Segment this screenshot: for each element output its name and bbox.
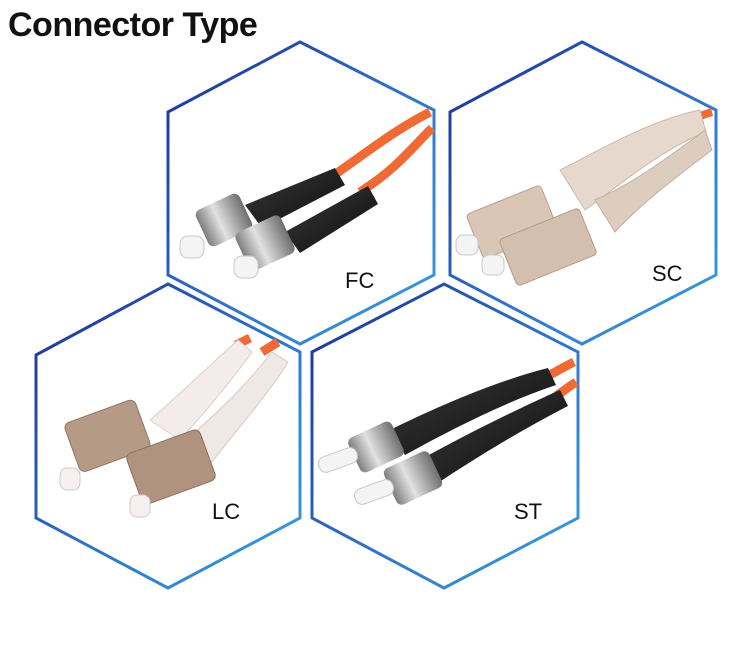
sc-connector-image [455,108,714,286]
fc-connector-image [179,107,436,279]
st-label: ST [514,499,542,524]
fc-label: FC [345,268,374,293]
lc-panel: LC [34,282,302,590]
st-panel: ST [310,282,580,590]
lc-connector-image [59,333,289,518]
sc-label: SC [652,261,683,286]
lc-label: LC [212,499,240,524]
fc-panel: FC [166,40,436,346]
page-title: Connector Type [8,6,258,44]
st-hexagon-frame [310,282,580,590]
st-connector-image [317,357,579,505]
sc-panel: SC [448,40,718,346]
